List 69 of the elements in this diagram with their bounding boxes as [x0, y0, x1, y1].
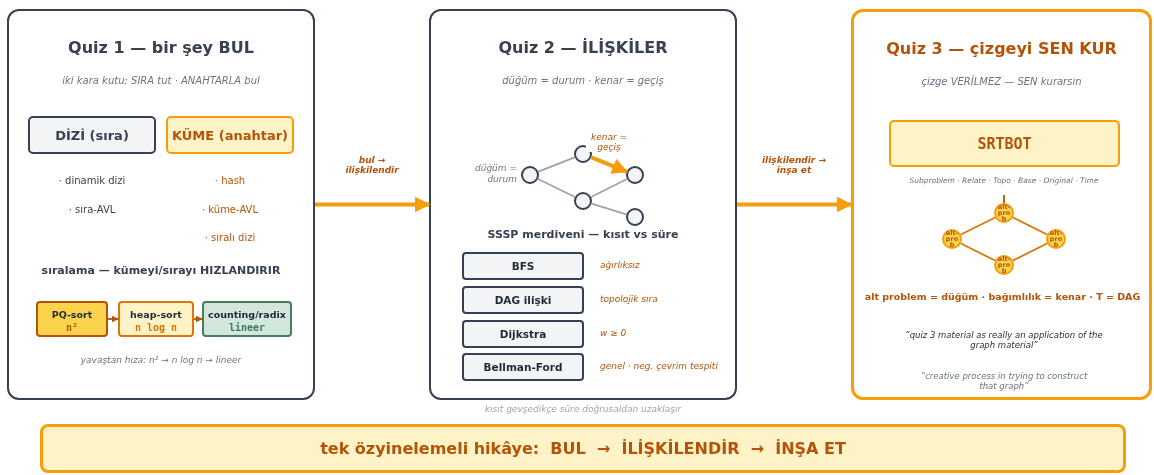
annotation-text: genel · neg. çevrim tespiti	[600, 361, 719, 372]
algorithm-box	[462, 286, 584, 314]
box-label: BFS	[511, 260, 535, 272]
complexity-text: n log n	[133, 321, 179, 334]
note-text: · dinamik dizi	[57, 175, 127, 186]
panel	[7, 9, 315, 400]
graph-node-circle	[626, 208, 644, 226]
annotation-text: topolojik sıra	[600, 294, 659, 305]
panel	[851, 9, 1152, 400]
connector-line	[1003, 194, 1005, 204]
connector-line	[537, 178, 576, 198]
section-heading: SSSP merdiveni — kısıt vs süre	[486, 229, 680, 241]
note-text: · küme-AVL	[200, 204, 260, 215]
section-heading: sıralama — kümeyi/sırayı HIZLANDIRIR	[40, 265, 282, 277]
arrow	[315, 196, 431, 213]
connector-line	[590, 202, 628, 216]
method-box	[889, 120, 1120, 167]
algorithm-box	[462, 353, 584, 381]
panel-subtitle: düğüm = durum · kenar = geçiş	[501, 75, 665, 86]
sort-box	[202, 301, 292, 337]
panel-title: Quiz 3 — çizgeyi SEN KUR	[885, 39, 1118, 58]
connector-line	[960, 242, 996, 262]
graph-node-circle	[626, 166, 644, 184]
connector-line	[537, 156, 576, 173]
box-label: KÜME (anahtar)	[171, 127, 289, 143]
box-label: DAG ilişki	[494, 294, 552, 306]
arrow	[590, 155, 629, 174]
note-text: “creative process in trying to construct that graph”	[919, 372, 1089, 391]
panel-title: Quiz 2 — İLİŞKİLER	[497, 38, 669, 57]
panel-subtitle: iki kara kutu: SIRA tut · ANAHTARLA bul	[61, 75, 261, 86]
arrow	[107, 315, 119, 323]
concept-box	[28, 116, 156, 154]
note-text: “quiz 3 material as really an application of the graph material”	[904, 331, 1104, 350]
graph-node-circle	[574, 192, 592, 210]
panel	[429, 9, 737, 400]
connector-line	[1012, 216, 1048, 236]
sort-box	[36, 301, 108, 337]
connector-line	[590, 178, 628, 198]
complexity-text: n²	[64, 321, 79, 334]
note-text: · hash	[213, 175, 247, 186]
algorithm-box	[462, 320, 584, 348]
algorithm-box	[462, 252, 584, 280]
sort-name: heap-sort	[129, 308, 183, 321]
summary-banner	[40, 424, 1126, 473]
note-text: yavaştan hıza: n² → n log n → lineer	[79, 355, 243, 365]
concept-box	[166, 116, 294, 154]
box-label: SRTBOT	[977, 134, 1032, 153]
graph-node-circle	[521, 166, 539, 184]
note-text: kısıt gevşedikçe süre doğrusaldan uzaklaşır	[483, 404, 683, 414]
sort-box	[118, 301, 194, 337]
box-label: Dijkstra	[499, 328, 547, 340]
box-label: DİZİ (sıra)	[55, 127, 129, 143]
section-heading: alt problem = düğüm · bağımlılık = kenar · T = DAG	[863, 292, 1142, 303]
sort-name: counting/radix	[207, 308, 287, 321]
note-text: · sıralı dizi	[203, 232, 257, 243]
connector-line	[960, 216, 996, 236]
annotation-text: ağırlıksız	[600, 260, 641, 271]
note-text: · sıra-AVL	[67, 204, 117, 215]
box-label: Bellman-Ford	[483, 361, 563, 373]
annotation-text: w ≥ 0	[600, 328, 628, 339]
arrow	[737, 196, 853, 213]
summary-text: tek özyinelemeli hikâye: BUL → İLİŞKİLENDİR → İNŞA ET	[320, 439, 846, 458]
connector-line	[1012, 242, 1048, 262]
sort-name: PQ-sort	[50, 308, 94, 321]
annotation-text: düğüm = durum	[474, 163, 517, 185]
panel-subtitle: çizge VERİLMEZ — SEN kurarsın	[920, 76, 1083, 87]
panel-title: Quiz 1 — bir şey BUL	[67, 38, 255, 57]
complexity-text: lineer	[227, 321, 267, 334]
arrow	[193, 315, 203, 323]
